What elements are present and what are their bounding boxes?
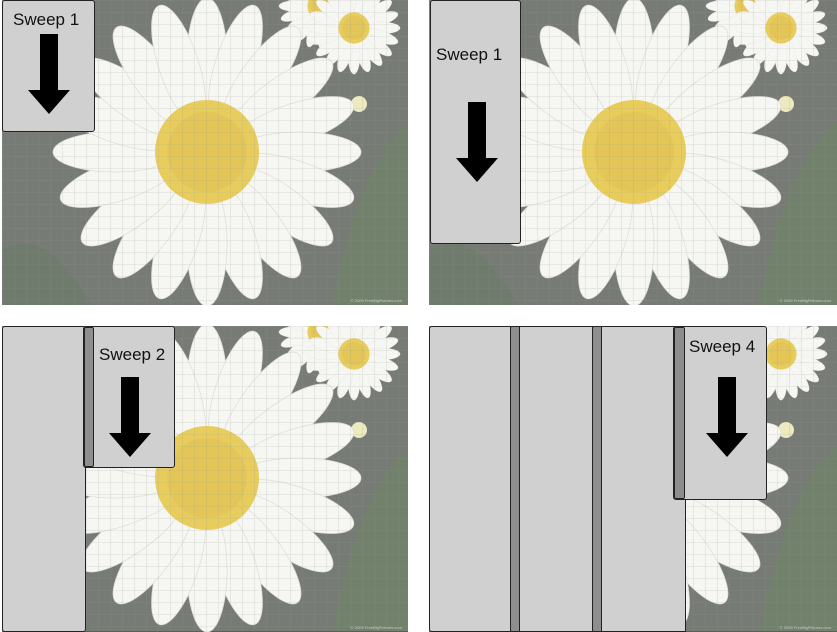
- swept-strip: [519, 326, 595, 632]
- swept-strip: [2, 326, 86, 632]
- panel-sweep-4: Sweep 4 © 2009 FreeBigPictures.com: [429, 326, 837, 632]
- sweep-window: Sweep 1: [2, 0, 95, 132]
- panel-sweep-1-end: Sweep 1 © 2009 FreeBigPictures.com: [429, 0, 837, 305]
- panel-sweep-1-start: Sweep 1 © 2009 FreeBigPictures.com: [2, 0, 408, 305]
- sweep-window: Sweep 1: [430, 0, 521, 244]
- down-arrow-icon: [28, 34, 70, 114]
- sweep-label: Sweep 4: [689, 337, 756, 356]
- swept-strip: [601, 326, 686, 632]
- sweep-label: Sweep 1: [436, 45, 503, 64]
- photo-credit: © 2009 FreeBigPictures.com: [350, 298, 402, 303]
- photo-credit: © 2009 FreeBigPictures.com: [350, 625, 402, 630]
- sweep-edge: [674, 327, 685, 499]
- swept-strip: [429, 326, 513, 632]
- down-arrow-icon: [109, 377, 151, 457]
- sweep-label: Sweep 1: [13, 10, 80, 29]
- sweep-window: Sweep 2: [83, 326, 175, 468]
- sweep-window: Sweep 4: [673, 326, 767, 500]
- sweep-label: Sweep 2: [99, 345, 166, 364]
- panel-sweep-2: Sweep 2 © 2009 FreeBigPictures.com: [2, 326, 408, 632]
- photo-credit: © 2009 FreeBigPictures.com: [779, 298, 831, 303]
- photo-credit: © 2009 FreeBigPictures.com: [779, 625, 831, 630]
- down-arrow-icon: [456, 102, 498, 182]
- down-arrow-icon: [706, 377, 748, 457]
- sweep-edge: [84, 327, 94, 467]
